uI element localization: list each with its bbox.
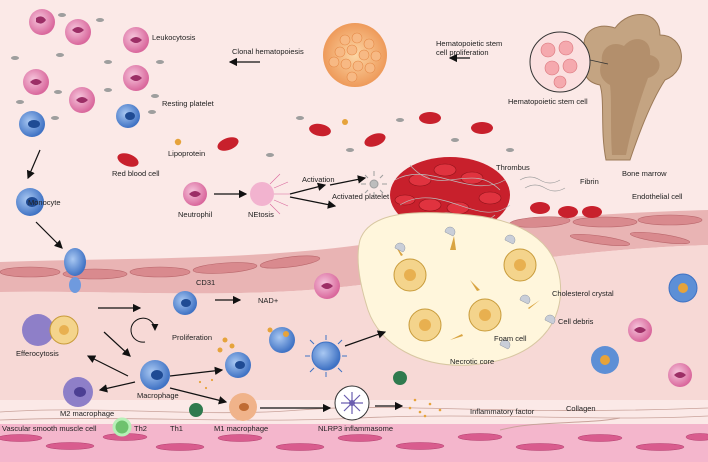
label-vsmc: Vascular smooth muscle cell <box>2 424 97 433</box>
lipid-droplets <box>217 327 273 353</box>
arrows <box>26 53 470 413</box>
th1-cell-plaque <box>393 371 407 385</box>
label-efferocytosis: Efferocytosis <box>16 349 59 358</box>
smooth-muscle-cells <box>0 433 708 451</box>
cd31-monocyte <box>173 291 197 315</box>
macrophage <box>140 360 170 390</box>
resting-platelets <box>266 116 514 157</box>
label-nlrp3: NLRP3 inflammasome <box>318 424 394 433</box>
m1-macrophage <box>229 393 257 421</box>
label-bone-marrow: Bone marrow <box>622 169 667 178</box>
collagen-fiber <box>499 417 621 431</box>
proliferating-macrophage <box>225 352 251 378</box>
fibrin <box>519 176 566 192</box>
label-th2: Th2 <box>134 424 147 433</box>
inflammatory-factor-dots <box>198 378 442 418</box>
label-hsc-proliferation-1: Hematopoietic stem <box>436 39 503 48</box>
label-monocyte: Monocyte <box>28 198 61 207</box>
label-red-blood-cell: Red blood cell <box>112 169 160 178</box>
cholesterol-crystals <box>380 236 540 340</box>
label-clonal-hematopoiesis: Clonal hematopoiesis <box>232 47 304 56</box>
label-cell-debris: Cell debris <box>558 317 594 326</box>
right-cells <box>591 273 698 387</box>
label-nad: NAD+ <box>258 296 279 305</box>
label-collagen: Collagen <box>566 404 596 413</box>
activated-platelet <box>361 171 387 197</box>
th2-cell <box>112 417 132 437</box>
monocyte <box>16 188 44 216</box>
bone-marrow <box>529 13 682 161</box>
stem-cell-cluster <box>323 23 387 87</box>
label-lipoprotein: Lipoprotein <box>168 149 206 158</box>
foam-cells <box>393 248 537 342</box>
label-th1: Th1 <box>170 424 183 433</box>
label-resting-platelet: Resting platelet <box>162 99 214 108</box>
label-m1-macrophage: M1 macrophage <box>214 424 269 433</box>
neutrophil <box>183 182 207 206</box>
efferocytosis-macrophage <box>22 314 79 346</box>
label-macrophage: Macrophage <box>137 391 179 400</box>
transmigrating-monocyte <box>64 248 86 293</box>
label-thrombus: Thrombus <box>496 163 530 172</box>
th1-cell <box>189 403 203 417</box>
label-neutrophil: Neutrophil <box>178 210 213 219</box>
label-activation: Activation <box>302 175 335 184</box>
lipid-laden-macrophage <box>269 327 295 353</box>
label-endothelial-cell: Endothelial cell <box>632 192 683 201</box>
label-fibrin: Fibrin <box>580 177 599 186</box>
nlrp3-inflammasome <box>334 385 370 421</box>
label-cholesterol-crystal: Cholesterol crystal <box>552 289 614 298</box>
label-necrotic-core: Necrotic core <box>450 357 495 366</box>
red-blood-cells <box>117 112 602 218</box>
label-activated-platelet: Activated platelet <box>332 192 390 201</box>
label-hsc-proliferation-2: cell proliferation <box>436 48 489 57</box>
macrophage-pink <box>314 273 340 299</box>
label-netosis: NEtosis <box>248 210 274 219</box>
label-m2-macrophage: M2 macrophage <box>60 409 115 418</box>
label-cd31: CD31 <box>196 278 216 287</box>
activated-macrophage <box>305 335 347 377</box>
leukocyte-cluster <box>11 9 164 137</box>
label-foam-cell: Foam cell <box>494 334 527 343</box>
label-inflammatory-factor: Inflammatory factor <box>470 407 535 416</box>
label-leukocytosis: Leukocytosis <box>152 33 196 42</box>
label-hematopoietic-stem-cell: Hematopoietic stem cell <box>508 97 588 106</box>
m2-macrophage <box>63 377 93 407</box>
lipoprotein <box>174 138 182 146</box>
cell-debris <box>394 226 556 350</box>
label-proliferation: Proliferation <box>172 333 213 342</box>
netosis-cell <box>250 173 290 215</box>
